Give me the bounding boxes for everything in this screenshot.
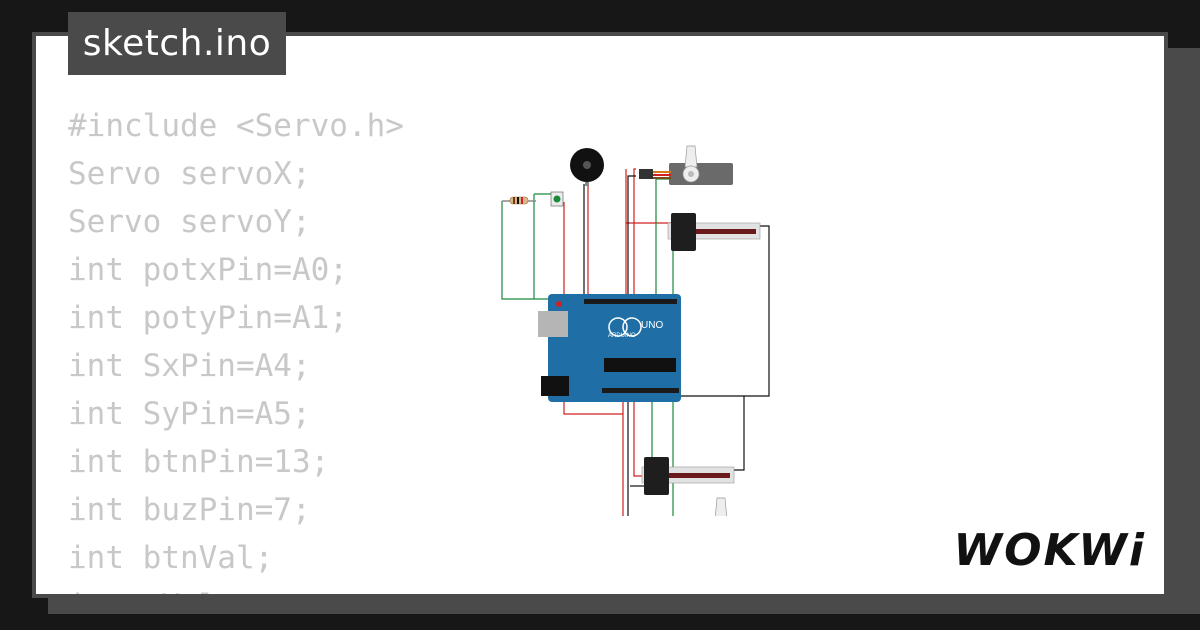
- circuit-diagram: UNO ARDUINO: [501, 145, 770, 516]
- code-line: int potyPin=A1;: [68, 300, 348, 336]
- board-label: UNO: [641, 320, 663, 331]
- servo-y: [715, 497, 727, 516]
- code-line: int btnVal;: [68, 540, 274, 576]
- code-line: #include <Servo.h>: [68, 108, 404, 144]
- servo-x: [639, 145, 733, 185]
- slide-potentiometer-x: [667, 213, 761, 251]
- code-line: int btnPin=13;: [68, 444, 330, 480]
- arduino-uno: UNO ARDUINO: [538, 294, 681, 402]
- board-brand: ARDUINO: [608, 333, 636, 339]
- slide-potentiometer-y: [641, 457, 735, 495]
- wire-green: [501, 201, 548, 300]
- pushbutton: [550, 191, 564, 207]
- preview-card: #include <Servo.h> Servo servoX; Servo ser…: [32, 32, 1168, 598]
- wire-red: [563, 202, 623, 415]
- filename-tab: sketch.ino: [68, 12, 286, 75]
- wire-black: [732, 396, 745, 471]
- wokwi-logo: WOKWi: [953, 525, 1146, 576]
- code-line: Servo servoX;: [68, 156, 311, 192]
- preview-card-content: #include <Servo.h> Servo servoX; Servo ser…: [36, 36, 1164, 594]
- code-line: Servo servoY;: [68, 204, 311, 240]
- code-line: int SxPin=A4;: [68, 348, 311, 384]
- code-line: int xVal;: [68, 582, 404, 594]
- code-line: int potxPin=A0;: [68, 252, 348, 288]
- code-line: int buzPin=7;: [68, 492, 311, 528]
- code-preview: #include <Servo.h> Servo servoX; Servo ser…: [68, 102, 404, 594]
- buzzer: [570, 148, 604, 186]
- code-line: int SyPin=A5;: [68, 396, 311, 432]
- resistor: [502, 196, 536, 205]
